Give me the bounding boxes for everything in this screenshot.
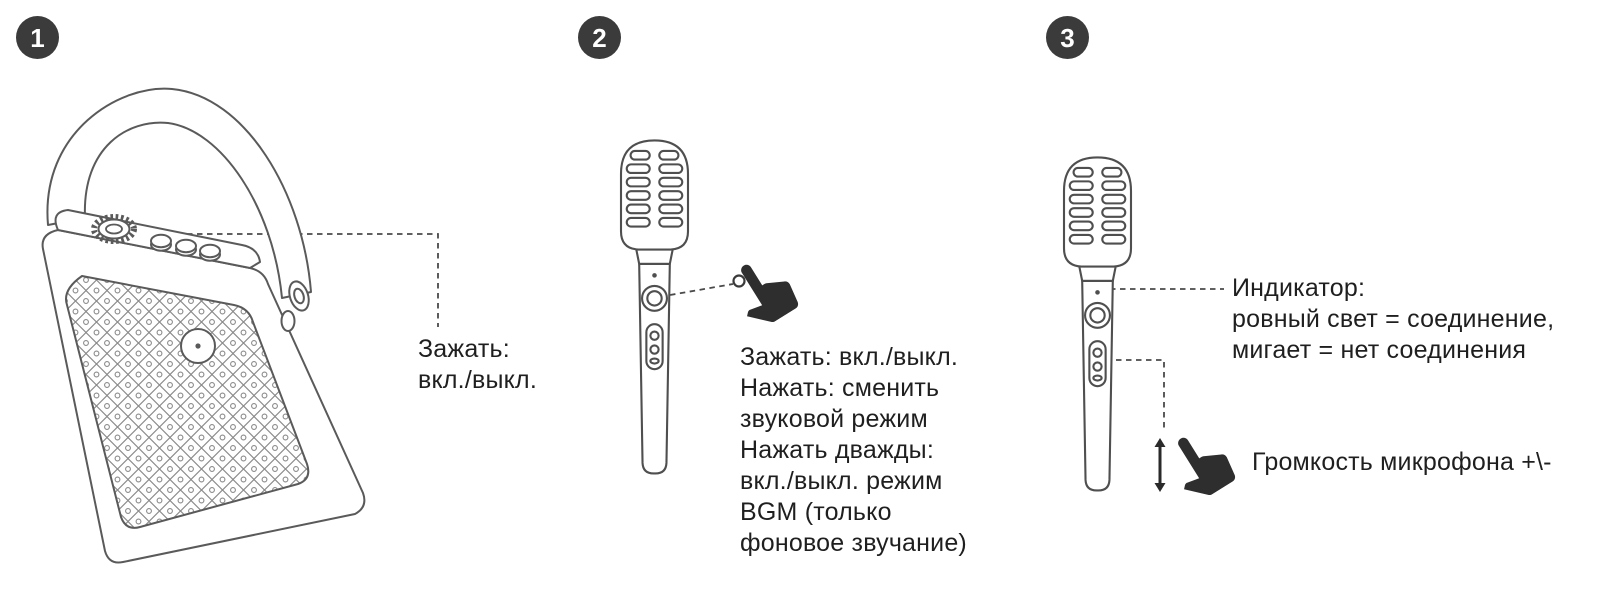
microphone-illustration-step2 xyxy=(619,139,690,475)
step-1-badge: 1 xyxy=(16,16,59,59)
hand-tap-icon xyxy=(723,250,805,337)
speaker-illustration xyxy=(41,87,366,564)
microphone-illustration-step3 xyxy=(1062,156,1133,492)
step-2-badge: 2 xyxy=(578,16,621,59)
speaker-grille xyxy=(65,275,310,529)
hand-volume-icon xyxy=(1160,423,1242,510)
power-knob xyxy=(91,214,137,244)
step-3-badge: 3 xyxy=(1046,16,1089,59)
step-2-callout-text: Зажать: вкл./выкл. Нажать: сменить звуко… xyxy=(740,343,967,557)
step-3-number: 3 xyxy=(1060,22,1075,53)
step-3-volume-callout-text: Громкость микрофона +\- xyxy=(1252,448,1552,476)
step-2-number: 2 xyxy=(592,22,607,53)
step-1-callout-text: Зажать: вкл./выкл. xyxy=(418,335,537,394)
top-buttons xyxy=(150,233,221,262)
step-3-indicator-callout-text: Индикатор: ровный свет = соединение, миг… xyxy=(1232,274,1555,364)
step-1-number: 1 xyxy=(30,22,45,53)
side-knob xyxy=(280,310,296,332)
up-down-arrow-icon xyxy=(1152,437,1168,498)
speaker-handle xyxy=(46,87,312,299)
